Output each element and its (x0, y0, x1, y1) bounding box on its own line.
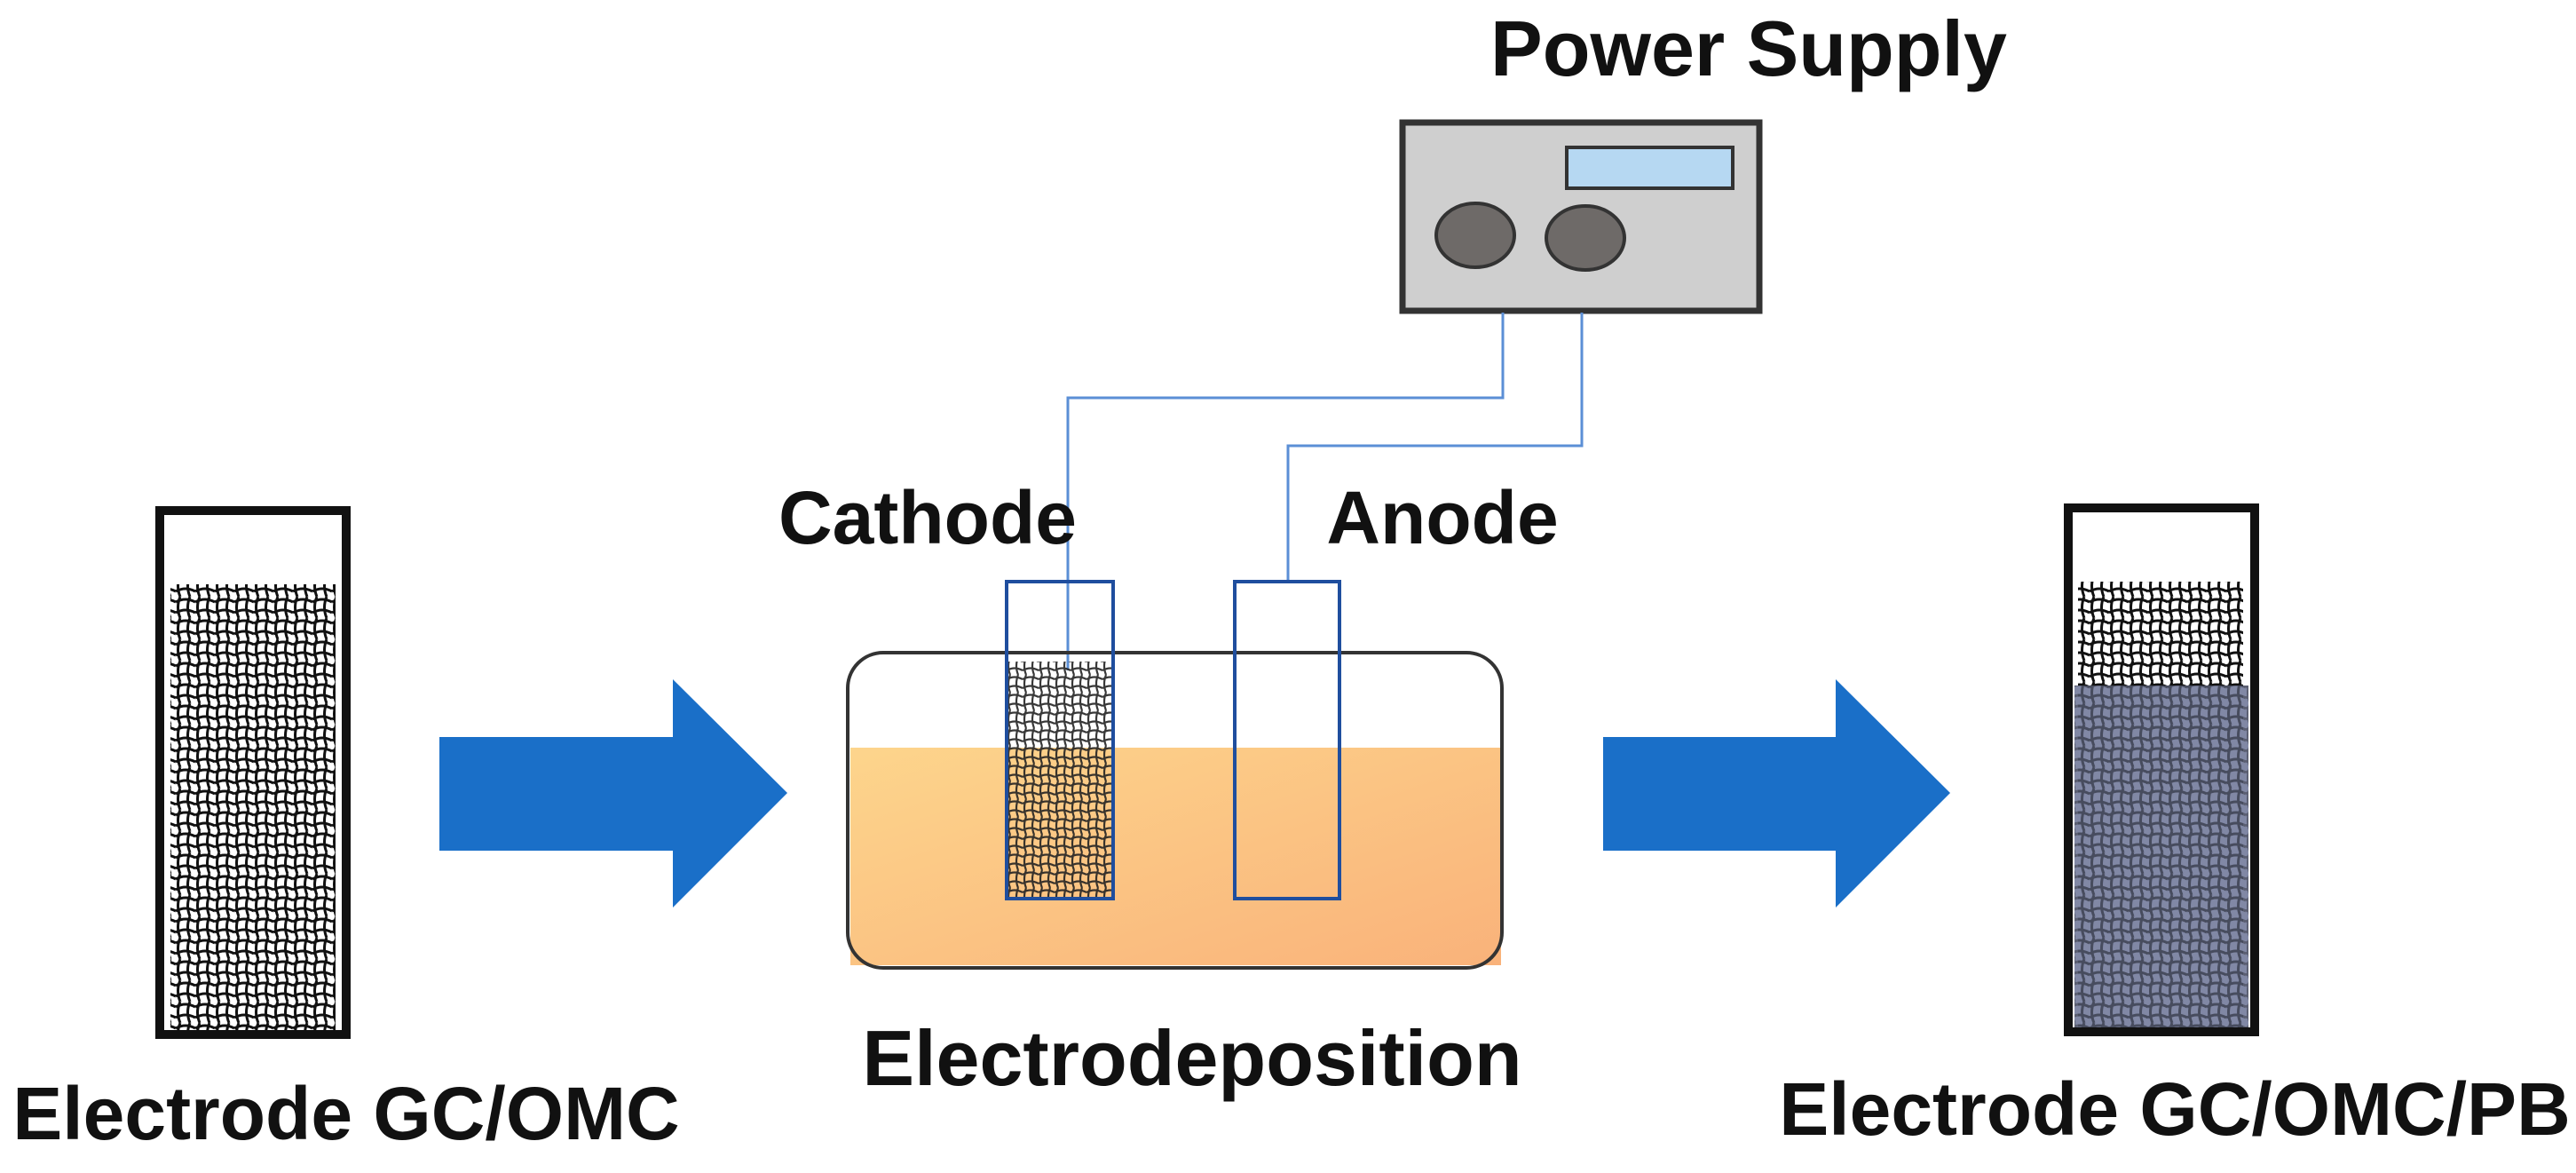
anode-electrode (1233, 580, 1341, 900)
power-supply-icon (1399, 119, 1763, 314)
anode-label: Anode (1326, 476, 1558, 559)
knob-icon (1545, 204, 1626, 272)
right-arrow-icon (439, 679, 787, 907)
electrolysis-cell (846, 651, 1504, 970)
cathode-wire (1066, 313, 1505, 670)
cathode-label: Cathode (778, 476, 1077, 559)
input-electrode (155, 506, 351, 1039)
cell-container (846, 651, 1504, 970)
anode-wire (1286, 313, 1584, 582)
process-label: Electrodeposition (862, 1014, 1521, 1102)
right-arrow-icon (1603, 679, 1950, 907)
output-electrode-label: Electrode GC/OMC/PB (1779, 1067, 2570, 1151)
cell-solution (850, 748, 1501, 965)
input-electrode-label: Electrode GC/OMC (12, 1072, 679, 1155)
power-supply-label: Power Supply (1490, 4, 2007, 92)
knob-icon (1434, 202, 1516, 269)
display-icon (1565, 146, 1734, 190)
output-electrode (2064, 503, 2259, 1036)
cathode-electrode (1005, 580, 1115, 900)
